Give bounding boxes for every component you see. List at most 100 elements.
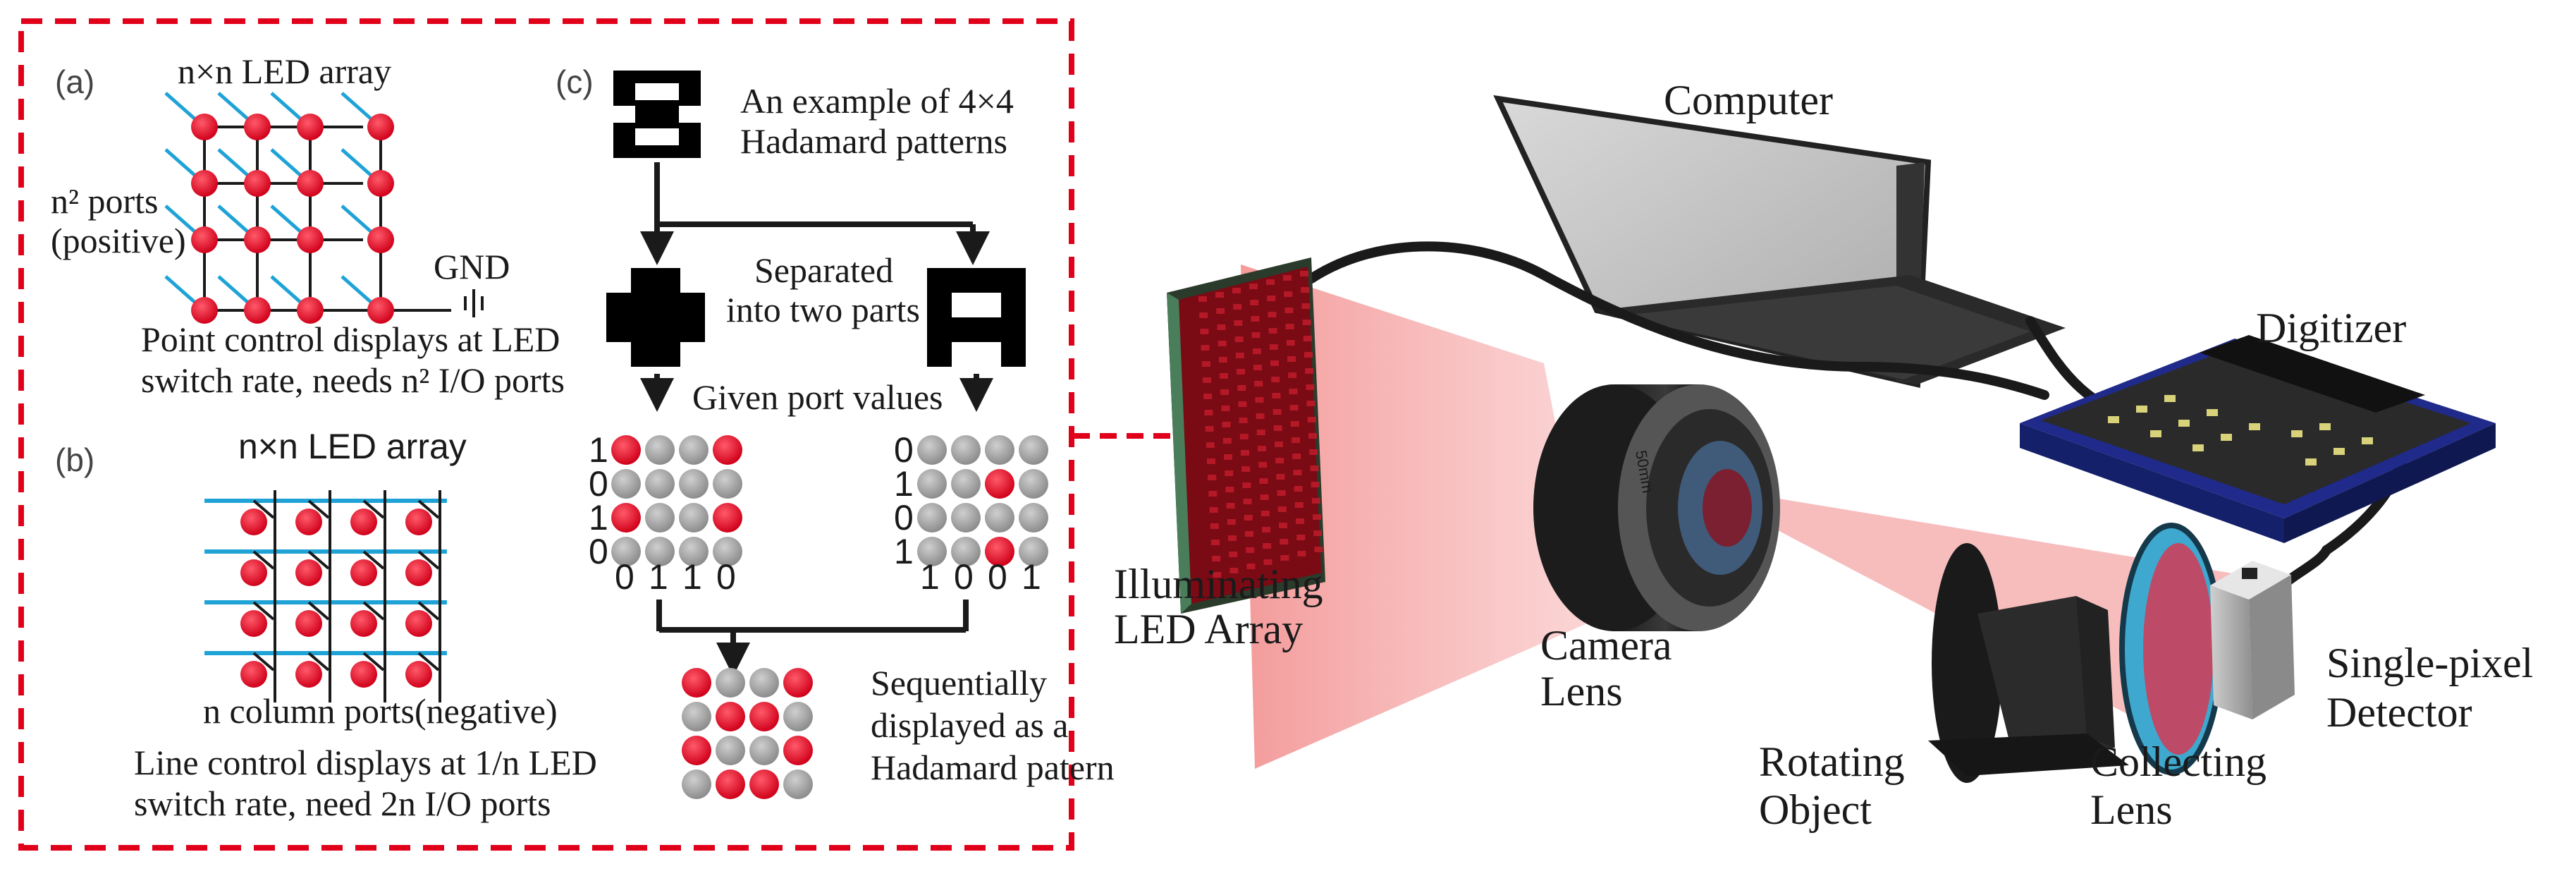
port-value-label: 1 xyxy=(649,557,668,597)
led-dot xyxy=(350,610,377,637)
ports-label-line2: (positive) xyxy=(51,221,186,260)
port-value-label: 0 xyxy=(894,498,914,537)
single-pixel-detector-icon xyxy=(2210,561,2295,719)
panel-c: (c) An example of 4×4 Hadamard patterns … xyxy=(556,63,1115,799)
led-dot xyxy=(244,170,271,197)
led-dot xyxy=(405,610,432,637)
led-dot xyxy=(405,661,432,688)
led-dot xyxy=(191,297,218,324)
led-dot xyxy=(367,297,394,324)
led-array-a xyxy=(164,92,451,324)
port-value-label: 1 xyxy=(920,557,940,597)
example-label-line2: Hadamard patterns xyxy=(740,121,1007,161)
panel-a-title: n×n LED array xyxy=(178,51,391,91)
camera-lens-label-line1: Camera xyxy=(1540,622,1672,669)
led-dot xyxy=(191,114,218,140)
off-port-dot xyxy=(917,503,947,533)
gnd-label: GND xyxy=(434,247,510,286)
port-value-label: 1 xyxy=(682,557,702,597)
off-port-dot xyxy=(1019,537,1048,566)
led-dot xyxy=(240,661,267,688)
off-port-dot xyxy=(917,469,947,499)
off-port-dot xyxy=(951,537,981,566)
detector-label-line1: Single-pixel xyxy=(2326,640,2533,686)
separated-label-line1: Separated xyxy=(754,250,893,290)
sequential-label-line2: displayed as a xyxy=(871,705,1068,745)
lit-port-dot xyxy=(611,503,641,533)
collecting-lens-icon xyxy=(2119,523,2224,775)
port-value-label: 1 xyxy=(1022,557,1041,597)
lit-port-dot xyxy=(783,668,813,698)
sequential-label-line3: Hadamard patern xyxy=(871,748,1115,787)
off-port-dot xyxy=(783,769,813,799)
camera-lens-icon: 50mm xyxy=(1533,384,1780,631)
lit-port-dot xyxy=(716,702,745,731)
off-port-dot xyxy=(645,503,675,533)
lit-port-dot xyxy=(682,736,711,765)
rotating-object-label-line1: Rotating xyxy=(1759,738,1905,785)
digitizer-label: Digitizer xyxy=(2256,305,2406,351)
port-value-label: 0 xyxy=(589,532,608,571)
right-part-pattern xyxy=(927,268,1026,367)
off-port-dot xyxy=(985,435,1014,465)
led-dot xyxy=(191,170,218,197)
off-port-dot xyxy=(917,435,947,465)
off-port-dot xyxy=(713,537,742,566)
led-dot xyxy=(295,610,322,637)
led-dot xyxy=(240,559,267,586)
led-dot xyxy=(367,226,394,253)
given-arrows xyxy=(640,374,993,412)
given-port-values-label: Given port values xyxy=(692,377,943,417)
led-dot xyxy=(297,297,324,324)
panel-a-tag: (a) xyxy=(55,63,94,100)
collecting-lens-label-line2: Lens xyxy=(2090,786,2173,833)
left-port-grid xyxy=(611,435,742,566)
lit-port-dot xyxy=(783,736,813,765)
off-port-dot xyxy=(645,435,675,465)
panel-a: (a) n×n LED array n² ports (positive) GN… xyxy=(51,51,565,400)
port-value-label: 1 xyxy=(894,532,914,571)
led-dot xyxy=(297,114,324,140)
led-dot xyxy=(244,114,271,140)
led-array-board-icon xyxy=(1167,257,1325,614)
off-port-dot xyxy=(1019,503,1048,533)
panel-a-caption-line1: Point control displays at LED xyxy=(141,320,560,359)
off-port-dot xyxy=(679,503,709,533)
led-dot xyxy=(297,226,324,253)
port-value-label: 0 xyxy=(716,557,736,597)
off-port-dot xyxy=(917,537,947,566)
left-part-pattern xyxy=(606,268,705,367)
led-dot xyxy=(191,226,218,253)
off-port-dot xyxy=(713,469,742,499)
off-port-dot xyxy=(645,537,675,566)
port-value-label: 0 xyxy=(988,557,1007,597)
off-port-dot xyxy=(645,469,675,499)
off-port-dot xyxy=(611,537,641,566)
panel-b-caption-line2: switch rate, need 2n I/O ports xyxy=(134,784,551,823)
off-port-dot xyxy=(716,736,745,765)
panel-a-caption-line2: switch rate, needs n² I/O ports xyxy=(141,360,565,400)
led-dot xyxy=(367,114,394,140)
off-port-dot xyxy=(611,469,641,499)
port-value-label: 0 xyxy=(589,464,608,504)
off-port-dot xyxy=(951,503,981,533)
lit-port-dot xyxy=(611,435,641,465)
lit-port-dot xyxy=(985,537,1014,566)
ports-label-line1: n² ports xyxy=(51,181,159,221)
off-port-dot xyxy=(985,503,1014,533)
split-connector xyxy=(640,162,990,265)
led-dot xyxy=(405,509,432,535)
led-dot xyxy=(295,559,322,586)
off-port-dot xyxy=(749,668,779,698)
merge-connector xyxy=(656,600,969,676)
off-port-dot xyxy=(679,435,709,465)
off-port-dot xyxy=(951,435,981,465)
panel-b-title: n×n LED array xyxy=(238,427,467,466)
off-port-dot xyxy=(682,702,711,731)
lit-port-dot xyxy=(749,702,779,731)
led-dot xyxy=(240,610,267,637)
off-port-dot xyxy=(749,736,779,765)
off-port-dot xyxy=(682,769,711,799)
